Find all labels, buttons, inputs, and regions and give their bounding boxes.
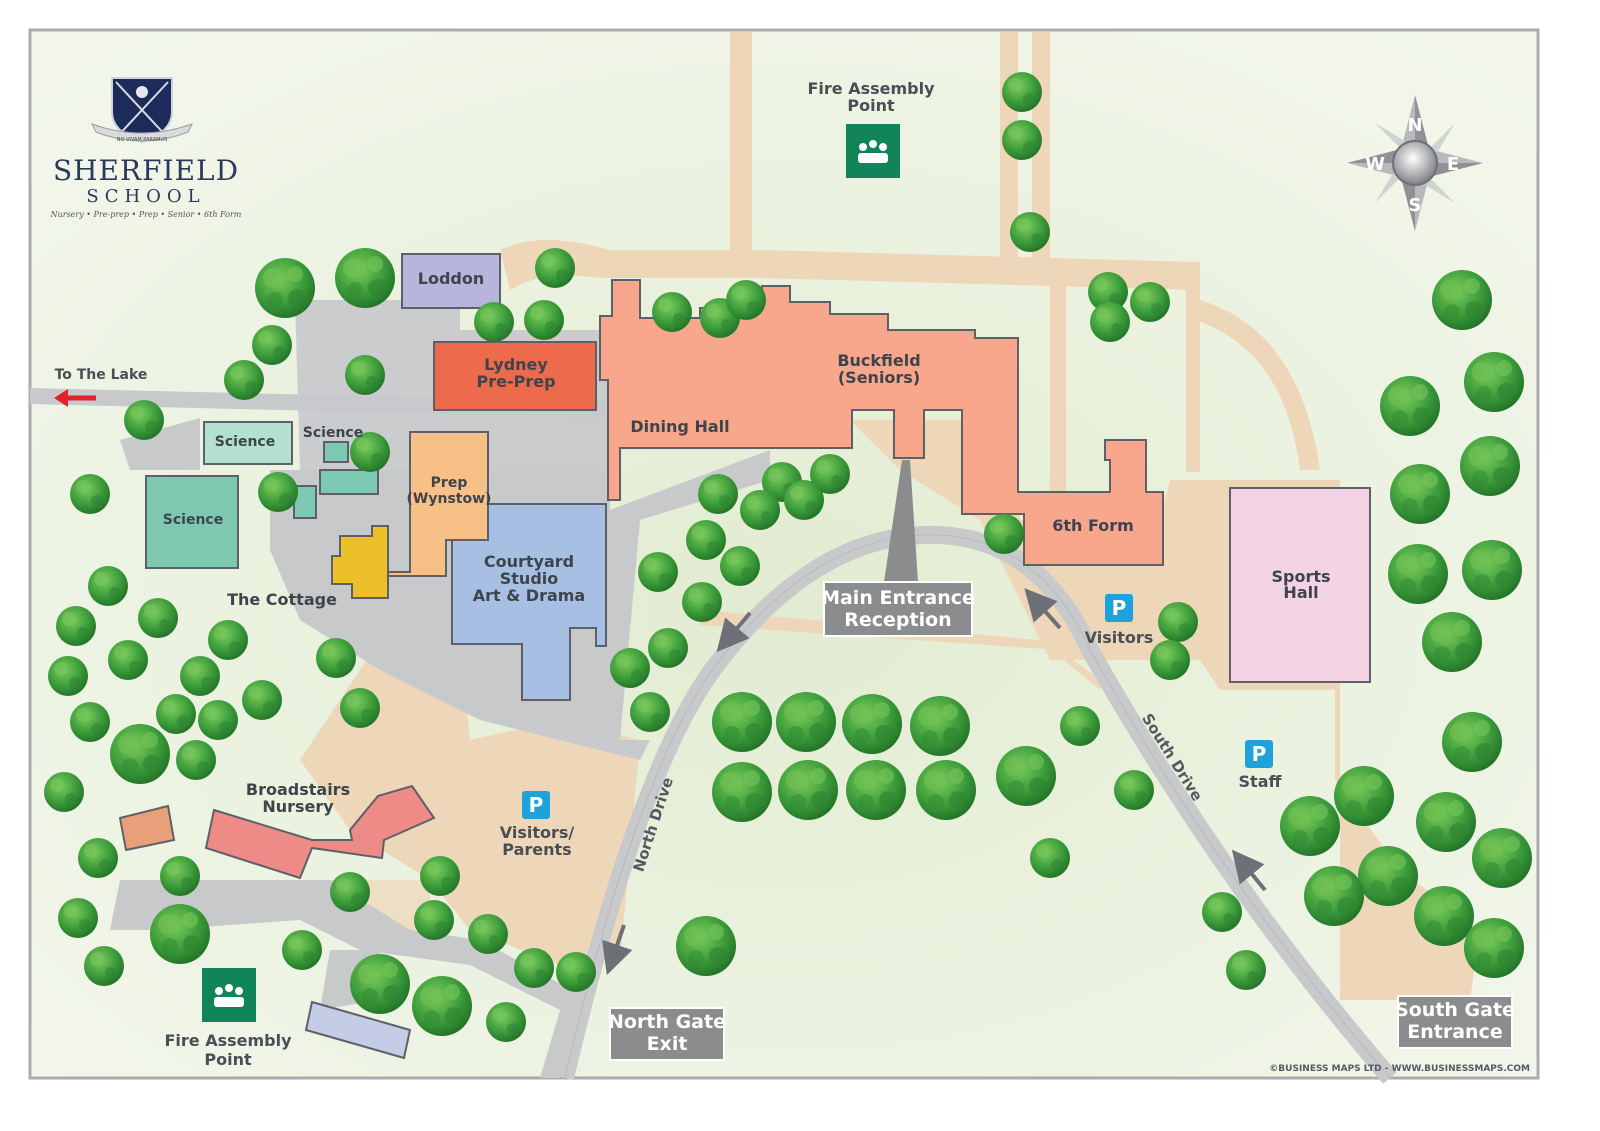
svg-text:Reception: Reception xyxy=(844,609,951,631)
sign-north-gate[interactable]: North Gate Exit xyxy=(608,1007,726,1061)
logo-name: SHERFIELD xyxy=(53,154,239,187)
label-science-b: Science xyxy=(303,425,363,441)
label-prep-2: (Wynstow) xyxy=(407,491,492,507)
label-courtyard-3: Art & Drama xyxy=(473,586,585,605)
svg-text:P: P xyxy=(529,793,544,817)
label-staff: Staff xyxy=(1239,772,1283,791)
building-loddon[interactable] xyxy=(401,253,501,309)
building-science-b[interactable] xyxy=(319,469,379,495)
label-science-c: Science xyxy=(163,512,223,528)
svg-text:P: P xyxy=(1252,742,1267,766)
label-assembly-top-1: Fire Assembly xyxy=(807,79,935,98)
svg-text:Entrance: Entrance xyxy=(1407,1021,1502,1043)
compass-w: W xyxy=(1365,154,1385,175)
building-science-b-small[interactable] xyxy=(323,441,349,463)
compass-n: N xyxy=(1407,115,1422,136)
label-visitors-parents-1: Visitors/ xyxy=(500,823,575,842)
label-nursery-1: Broadstairs xyxy=(246,780,350,799)
building-bottom-annex[interactable] xyxy=(304,1000,412,1060)
label-lydney-2: Pre-Prep xyxy=(476,372,555,391)
label-nursery-2: Nursery xyxy=(262,797,334,816)
main-entrance-pointer xyxy=(884,460,918,582)
svg-text:South Gate: South Gate xyxy=(1395,999,1515,1021)
label-assembly-bottom-2: Point xyxy=(204,1050,252,1069)
label-lydney-1: Lydney xyxy=(484,355,548,374)
logo-motto: NO VIVAM PARAMUS xyxy=(117,137,168,143)
label-6th-form: 6th Form xyxy=(1052,516,1134,535)
building-hut[interactable] xyxy=(118,804,176,852)
logo-tagline: Nursery • Pre-prep • Prep • Senior • 6th… xyxy=(50,210,242,219)
label-copyright: ©BUSINESS MAPS LTD - WWW.BUSINESSMAPS.CO… xyxy=(1269,1064,1530,1074)
north-south-drive-edge xyxy=(564,534,1391,1079)
label-assembly-top-2: Point xyxy=(847,96,895,115)
svg-text:P: P xyxy=(1112,596,1127,620)
compass-e: E xyxy=(1447,154,1459,175)
building-science-c[interactable] xyxy=(145,475,239,569)
label-loddon: Loddon xyxy=(418,269,484,288)
sign-south-gate[interactable]: South Gate Entrance xyxy=(1395,995,1515,1049)
label-sports-2: Hall xyxy=(1283,583,1318,602)
parking-icon-visitors-parents: P xyxy=(522,791,550,819)
compass-rose: N E S W xyxy=(1347,95,1483,231)
fire-assembly-icon-top xyxy=(846,124,900,178)
compass-s: S xyxy=(1409,195,1422,216)
building-broadstairs-nursery[interactable] xyxy=(204,784,436,880)
buildings xyxy=(118,253,1371,1060)
label-courtyard-2: Studio xyxy=(500,569,559,588)
arrow-left-icon xyxy=(54,389,96,407)
building-courtyard-studio[interactable] xyxy=(451,503,607,701)
label-buckfield-2: (Seniors) xyxy=(838,368,920,387)
label-science-a: Science xyxy=(215,434,275,450)
parking-icon-visitors: P xyxy=(1105,594,1133,622)
label-sports-1: Sports xyxy=(1271,567,1330,586)
fire-assembly-icon-bottom xyxy=(202,968,256,1022)
label-visitors: Visitors xyxy=(1085,628,1154,647)
parking-icon-staff: P xyxy=(1245,740,1273,768)
label-buckfield-1: Buckfield xyxy=(837,351,920,370)
svg-text:North Gate: North Gate xyxy=(608,1011,726,1033)
label-visitors-parents-2: Parents xyxy=(502,840,571,859)
building-lydney[interactable] xyxy=(433,341,597,411)
traffic-arrows xyxy=(602,588,1267,976)
label-to-the-lake: To The Lake xyxy=(55,367,148,383)
svg-text:Exit: Exit xyxy=(647,1033,688,1055)
school-logo: NO VIVAM PARAMUS SHERFIELD SCHOOL Nurser… xyxy=(50,77,242,219)
label-courtyard-1: Courtyard xyxy=(484,552,574,571)
label-the-cottage: The Cottage xyxy=(227,590,337,609)
building-the-cottage[interactable] xyxy=(331,525,389,599)
label-assembly-bottom-1: Fire Assembly xyxy=(164,1031,292,1050)
logo-sub: SCHOOL xyxy=(86,186,205,207)
building-labels: Loddon Lydney Pre-Prep Buckfield (Senior… xyxy=(163,269,1331,816)
svg-text:Main Entrance: Main Entrance xyxy=(821,587,975,609)
label-prep-1: Prep xyxy=(431,475,468,491)
building-buckfield[interactable] xyxy=(599,279,1164,566)
building-science-a[interactable] xyxy=(203,421,293,465)
building-sports-hall[interactable] xyxy=(1229,487,1371,683)
label-dining-hall: Dining Hall xyxy=(630,417,729,436)
sign-main-entrance[interactable]: Main Entrance Reception xyxy=(821,581,975,637)
